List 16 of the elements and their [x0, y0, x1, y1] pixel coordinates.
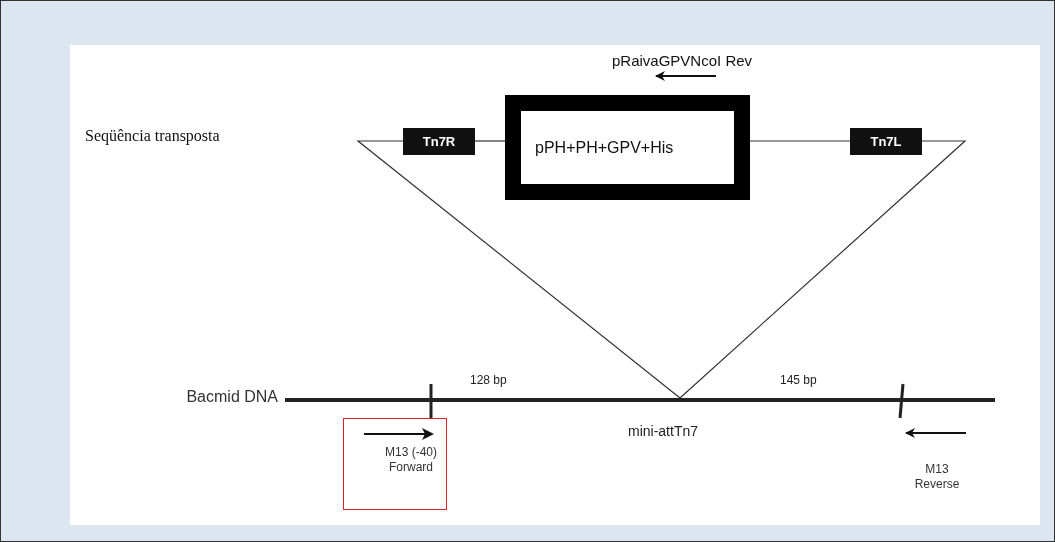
primer-box [343, 418, 447, 510]
primer-name: M13 Reverse [913, 462, 961, 492]
primer-label: pRaivaGPVNcoI Rev [612, 52, 753, 69]
insert-box: pPH+PH+GPV+His [505, 95, 750, 200]
site-label: mini-attTn7 [628, 423, 699, 439]
sequence-label: Seqüência transposta [85, 126, 221, 146]
gene-element: Tn7L [850, 128, 922, 155]
connector-line [356, 140, 681, 399]
connector-line [749, 140, 851, 142]
primer-name: M13 (-40) Forward [384, 445, 438, 475]
dimension-label: 145 bp [780, 373, 817, 387]
connector-line [474, 140, 506, 142]
dimension-label: 128 bp [470, 373, 507, 387]
gene-element: Tn7R [403, 128, 475, 155]
dna-label: Bacmid DNA [186, 388, 278, 406]
connector-line [679, 140, 967, 399]
